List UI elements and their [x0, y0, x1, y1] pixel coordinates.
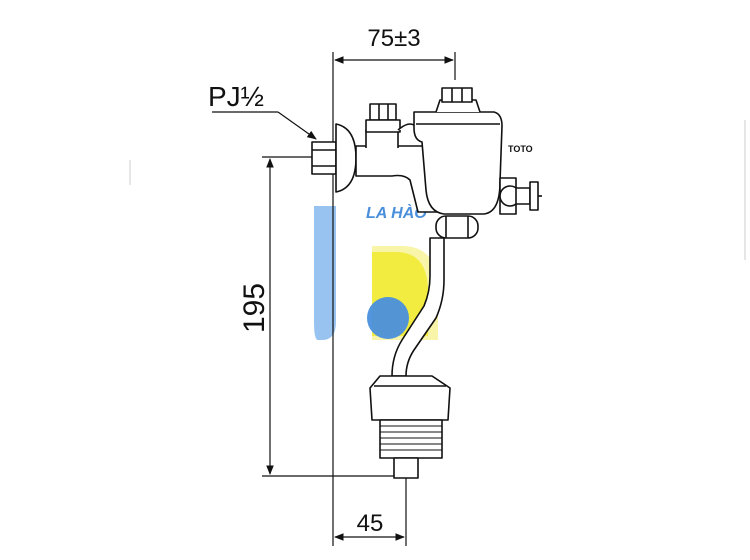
height-dimension: 195: [238, 283, 271, 333]
flush-valve-outline: [311, 87, 542, 479]
watermark-text: LA HÀO: [366, 203, 427, 222]
bottom-width-dimension: 45: [357, 510, 384, 537]
top-width-dimension: 75±3: [367, 25, 420, 52]
brand-label: TOTO: [508, 144, 533, 154]
connection-label: PJ½: [208, 81, 264, 112]
faint-marks: [129, 120, 746, 260]
